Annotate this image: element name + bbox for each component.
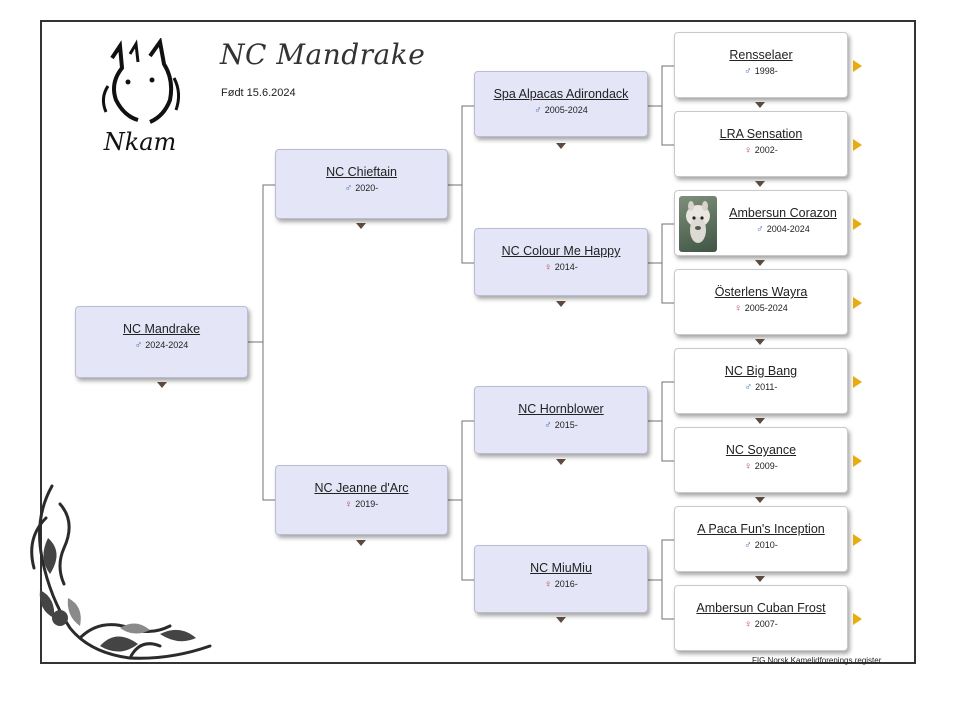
expand-right-arrow-icon[interactable] [853,297,862,309]
animal-lifespan: ♂2020- [344,183,379,194]
pedigree-node-dd-sire[interactable]: A Paca Fun's Inception ♂2010- [674,506,848,572]
expand-down-arrow-icon[interactable] [157,382,167,388]
alpaca-photo[interactable] [679,196,717,252]
expand-down-arrow-icon[interactable] [356,223,366,229]
animal-name-link[interactable]: NC Big Bang [724,364,798,378]
male-icon: ♂ [744,66,752,77]
page-title: NC Mandrake [220,38,426,71]
pedigree-node-dam-sire[interactable]: NC Hornblower ♂2015- [474,386,648,454]
pedigree-node-sire-dam[interactable]: NC Colour Me Happy ♀2014- [474,228,648,296]
pedigree-node-sd-dam[interactable]: Österlens Wayra ♀2005-2024 [674,269,848,335]
female-icon: ♀ [544,262,552,273]
male-icon: ♂ [544,420,552,431]
nkam-logo: Nkam [101,38,181,156]
animal-name-link[interactable]: NC Chieftain [326,165,397,179]
animal-lifespan: ♀2014- [544,262,578,273]
animal-lifespan: ♀2019- [344,499,379,510]
animal-name-link[interactable]: NC Hornblower [518,402,604,416]
pedigree-node-sire[interactable]: NC Chieftain ♂2020- [275,149,448,219]
expand-right-arrow-icon[interactable] [853,60,862,72]
pedigree-node-dd-dam[interactable]: Ambersun Cuban Frost ♀2007- [674,585,848,651]
animal-lifespan: ♀2005-2024 [734,303,788,314]
pedigree-node-ds-sire[interactable]: NC Big Bang ♂2011- [674,348,848,414]
female-icon: ♀ [344,499,353,510]
male-icon: ♂ [744,382,753,393]
expand-down-arrow-icon[interactable] [755,418,765,424]
expand-down-arrow-icon[interactable] [755,576,765,582]
female-icon: ♀ [744,619,752,630]
expand-down-arrow-icon[interactable] [556,301,566,307]
animal-lifespan: ♀2009- [744,461,778,472]
pedigree-node-sd-sire[interactable]: Ambersun Corazon ♂2004-2024 [674,190,848,256]
animal-lifespan: ♂2011- [744,382,778,393]
pedigree-node-dam[interactable]: NC Jeanne d'Arc ♀2019- [275,465,448,535]
expand-down-arrow-icon[interactable] [755,102,765,108]
pedigree-node-sire-sire[interactable]: Spa Alpacas Adirondack ♂2005-2024 [474,71,648,137]
animal-lifespan: ♂2004-2024 [756,224,810,235]
expand-down-arrow-icon[interactable] [755,339,765,345]
animal-name-link[interactable]: NC Mandrake [122,322,201,336]
expand-right-arrow-icon[interactable] [853,455,862,467]
pedigree-node-subject[interactable]: NC Mandrake ♂2024-2024 [75,306,248,378]
female-icon: ♀ [734,303,742,314]
expand-right-arrow-icon[interactable] [853,534,862,546]
male-icon: ♂ [344,183,353,194]
expand-right-arrow-icon[interactable] [853,376,862,388]
animal-lifespan: ♀2016- [544,579,578,590]
animal-name-link[interactable]: NC Soyance [725,443,797,457]
female-icon: ♀ [744,145,752,156]
animal-lifespan: ♂2024-2024 [134,340,189,351]
animal-lifespan: ♂2010- [744,540,778,551]
expand-down-arrow-icon[interactable] [755,260,765,266]
animal-name-link[interactable]: A Paca Fun's Inception [697,522,825,536]
animal-lifespan: ♂2005-2024 [534,105,588,116]
animal-name-link[interactable]: Österlens Wayra [714,285,808,299]
logo-text: Nkam [103,128,177,156]
pedigree-node-ss-sire[interactable]: Rensselaer ♂1998- [674,32,848,98]
register-footer: FIG Norsk Kamelidforenings register [752,656,882,665]
male-icon: ♂ [134,340,143,351]
birth-date: Født 15.6.2024 [221,87,296,99]
animal-lifespan: ♀2007- [744,619,778,630]
male-icon: ♂ [744,540,752,551]
expand-down-arrow-icon[interactable] [356,540,366,546]
female-icon: ♀ [744,461,752,472]
animal-name-link[interactable]: NC Colour Me Happy [501,244,621,258]
animal-name-link[interactable]: Ambersun Corazon [729,206,837,220]
expand-down-arrow-icon[interactable] [556,459,566,465]
pedigree-node-dam-dam[interactable]: NC MiuMiu ♀2016- [474,545,648,613]
male-icon: ♂ [534,105,542,116]
pedigree-node-ss-dam[interactable]: LRA Sensation ♀2002- [674,111,848,177]
animal-lifespan: ♂2015- [544,420,578,431]
expand-down-arrow-icon[interactable] [755,181,765,187]
animal-name-link[interactable]: NC MiuMiu [530,561,592,575]
animal-name-link[interactable]: Spa Alpacas Adirondack [493,87,629,101]
pedigree-node-ds-dam[interactable]: NC Soyance ♀2009- [674,427,848,493]
expand-down-arrow-icon[interactable] [755,497,765,503]
animal-name-link[interactable]: Ambersun Cuban Frost [696,601,826,615]
expand-down-arrow-icon[interactable] [556,143,566,149]
animal-name-link[interactable]: Rensselaer [729,48,793,62]
female-icon: ♀ [544,579,552,590]
expand-down-arrow-icon[interactable] [556,617,566,623]
expand-right-arrow-icon[interactable] [853,139,862,151]
expand-right-arrow-icon[interactable] [853,613,862,625]
floral-corner-ornament [30,484,212,660]
expand-right-arrow-icon[interactable] [853,218,862,230]
animal-name-link[interactable]: NC Jeanne d'Arc [314,481,409,495]
animal-lifespan: ♀2002- [744,145,778,156]
animal-lifespan: ♂1998- [744,66,778,77]
animal-name-link[interactable]: LRA Sensation [719,127,803,141]
male-icon: ♂ [756,224,764,235]
